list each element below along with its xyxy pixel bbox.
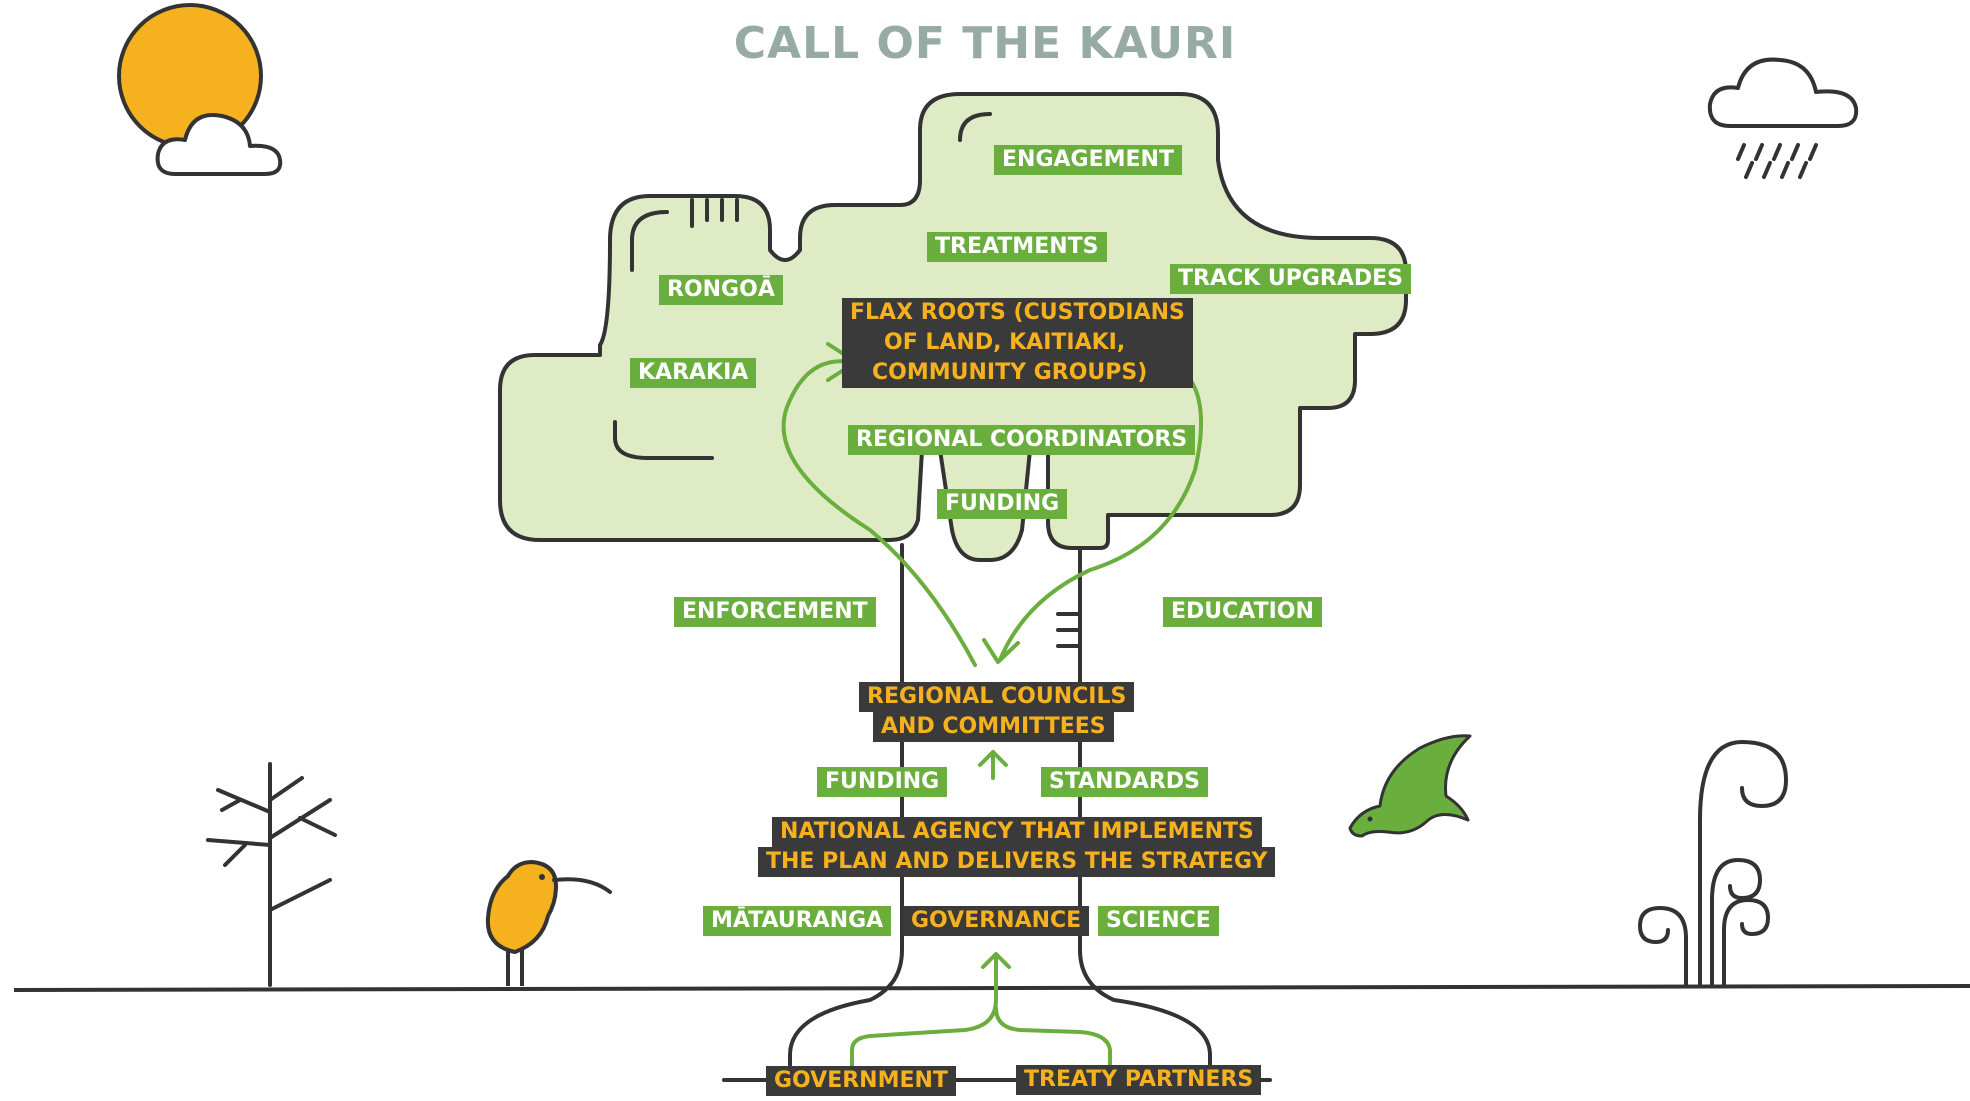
diagram-title: CALL OF THE KAURI <box>733 18 1237 69</box>
bare-tree-icon <box>206 762 337 987</box>
label-government: GOVERNMENT <box>766 1066 956 1096</box>
label-flax-roots-line-2: OF LAND, KAITIAKI, <box>876 328 1134 358</box>
kiwi-bird-icon <box>485 860 612 986</box>
label-matauranga: MĀTAURANGA <box>703 906 892 936</box>
label-regional-councils-line-2: AND COMMITTEES <box>873 712 1114 742</box>
label-national-agency-line-2: THE PLAN AND DELIVERS THE STRATEGY <box>758 847 1276 877</box>
label-flax-roots-line-1: FLAX ROOTS (CUSTODIANS <box>842 298 1193 328</box>
cloud-icon <box>155 113 283 176</box>
ground-line <box>13 984 1970 992</box>
canopy-marks <box>690 198 739 228</box>
label-flax-roots-line-3: COMMUNITY GROUPS) <box>864 358 1156 388</box>
label-rongoa: RONGOĀ <box>659 275 783 305</box>
canopy-accent-left <box>630 210 669 272</box>
label-regional-councils: REGIONAL COUNCILS AND COMMITTEES <box>859 682 1135 742</box>
label-national-agency: NATIONAL AGENCY THAT IMPLEMENTS THE PLAN… <box>758 817 1276 877</box>
rain-cloud-icon <box>1707 57 1859 179</box>
label-national-agency-line-1: NATIONAL AGENCY THAT IMPLEMENTS <box>772 817 1262 847</box>
canopy-accent-bottom <box>613 420 714 460</box>
label-treatments: TREATMENTS <box>927 232 1107 262</box>
label-regional-coordinators: REGIONAL COORDINATORS <box>848 425 1196 455</box>
label-track-upgrades: TRACK UPGRADES <box>1170 264 1411 294</box>
label-science: SCIENCE <box>1098 906 1219 936</box>
flow-arrows <box>781 342 1204 1070</box>
canopy-accent-top <box>958 112 992 142</box>
fern-koru-icon <box>1637 739 1789 987</box>
flying-bird-icon <box>1348 734 1472 838</box>
label-governance: GOVERNANCE <box>903 906 1090 936</box>
label-funding-top: FUNDING <box>937 489 1068 519</box>
label-karakia: KARAKIA <box>630 358 757 388</box>
label-engagement: ENGAGEMENT <box>994 145 1182 175</box>
label-regional-councils-line-1: REGIONAL COUNCILS <box>859 682 1135 712</box>
label-treaty-partners: TREATY PARTNERS <box>1016 1065 1262 1095</box>
label-flax-roots: FLAX ROOTS (CUSTODIANS OF LAND, KAITIAKI… <box>842 298 1193 388</box>
label-funding-mid: FUNDING <box>817 767 948 797</box>
label-education: EDUCATION <box>1163 597 1322 627</box>
label-enforcement: ENFORCEMENT <box>674 597 876 627</box>
label-standards: STANDARDS <box>1041 767 1208 797</box>
